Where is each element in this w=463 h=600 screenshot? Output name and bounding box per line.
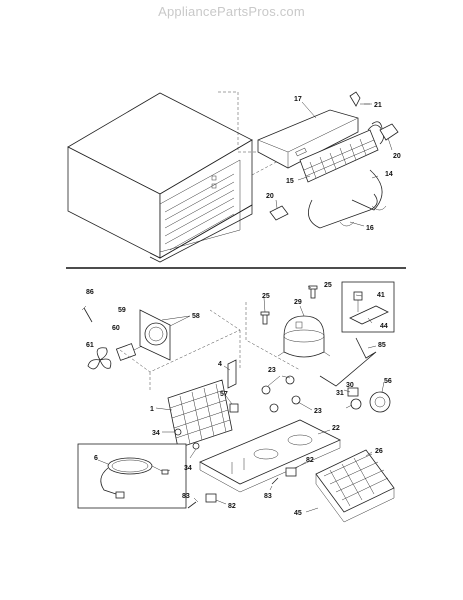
cabinet-illustration bbox=[67, 92, 253, 263]
callout-15: 15 bbox=[286, 178, 294, 185]
callout-23-lower: 23 bbox=[314, 408, 322, 415]
screw-part-83-right bbox=[271, 477, 279, 485]
fitting-part-57 bbox=[229, 403, 239, 413]
compressor-part-29 bbox=[277, 315, 331, 358]
callout-61: 61 bbox=[86, 342, 94, 349]
callout-83-right: 83 bbox=[264, 493, 272, 500]
callout-83-left: 83 bbox=[182, 493, 190, 500]
drain-pan-part-17 bbox=[257, 109, 359, 169]
fan-motor-part-60 bbox=[115, 343, 143, 361]
bracket-part-20-upper bbox=[379, 123, 399, 141]
callout-6: 6 bbox=[94, 455, 98, 462]
callout-82-left: 82 bbox=[228, 503, 236, 510]
callout-25-right: 25 bbox=[324, 282, 332, 289]
caster-part-82-left bbox=[205, 493, 217, 503]
caster-part-82-right bbox=[285, 467, 297, 477]
condenser-coil-part-15 bbox=[299, 121, 384, 183]
site-watermark: AppliancePartsPros.com bbox=[158, 4, 305, 19]
relay-cover-part-56 bbox=[369, 391, 391, 413]
callout-26: 26 bbox=[375, 448, 383, 455]
condenser-part-1 bbox=[167, 379, 233, 449]
callout-30: 30 bbox=[346, 382, 354, 389]
callout-86: 86 bbox=[86, 289, 94, 296]
pin-part-86 bbox=[81, 305, 93, 323]
callout-4: 4 bbox=[218, 361, 222, 368]
callout-44: 44 bbox=[380, 323, 388, 330]
callout-59: 59 bbox=[118, 307, 126, 314]
callout-56: 56 bbox=[384, 378, 392, 385]
callout-58: 58 bbox=[192, 313, 200, 320]
fan-shroud-part-59 bbox=[139, 309, 171, 361]
callout-20-lower: 20 bbox=[266, 193, 274, 200]
drain-tray-part-26 bbox=[315, 449, 395, 523]
callout-60: 60 bbox=[112, 325, 120, 332]
callout-17: 17 bbox=[294, 96, 302, 103]
callout-34-lower: 34 bbox=[184, 465, 192, 472]
spacer-part-34-upper bbox=[174, 428, 182, 436]
fan-blade-part-61 bbox=[87, 347, 112, 370]
screw-part-25-right bbox=[308, 285, 318, 299]
screw-part-25-left bbox=[260, 311, 270, 325]
grommets-part-23 bbox=[261, 375, 313, 413]
callout-21: 21 bbox=[374, 102, 382, 109]
callout-23-upper: 23 bbox=[268, 367, 276, 374]
spacer-part-34-lower bbox=[192, 442, 200, 450]
callout-57: 57 bbox=[220, 391, 228, 398]
bracket-part-20-lower bbox=[269, 205, 289, 221]
screw-part-83-left bbox=[187, 501, 197, 509]
plate-part-4 bbox=[227, 359, 237, 389]
wire-part-14 bbox=[351, 169, 383, 211]
callout-45: 45 bbox=[294, 510, 302, 517]
callout-41: 41 bbox=[377, 292, 385, 299]
callout-14: 14 bbox=[385, 171, 393, 178]
callout-20-upper: 20 bbox=[393, 153, 401, 160]
rail-part-16 bbox=[308, 193, 387, 229]
mounting-bracket-inset bbox=[341, 281, 395, 333]
base-pan-part-22 bbox=[199, 419, 341, 493]
relay-part-30 bbox=[347, 387, 359, 397]
callout-85: 85 bbox=[378, 342, 386, 349]
overload-part-31 bbox=[350, 398, 362, 410]
callout-22: 22 bbox=[332, 425, 340, 432]
callout-1: 1 bbox=[150, 406, 154, 413]
tube-part-85 bbox=[319, 337, 377, 387]
callout-34-upper: 34 bbox=[152, 430, 160, 437]
callout-31: 31 bbox=[336, 390, 344, 397]
power-cord-inset bbox=[77, 443, 187, 509]
callout-82-right: 82 bbox=[306, 457, 314, 464]
callout-29: 29 bbox=[294, 299, 302, 306]
callout-16: 16 bbox=[366, 225, 374, 232]
callout-25-left: 25 bbox=[262, 293, 270, 300]
